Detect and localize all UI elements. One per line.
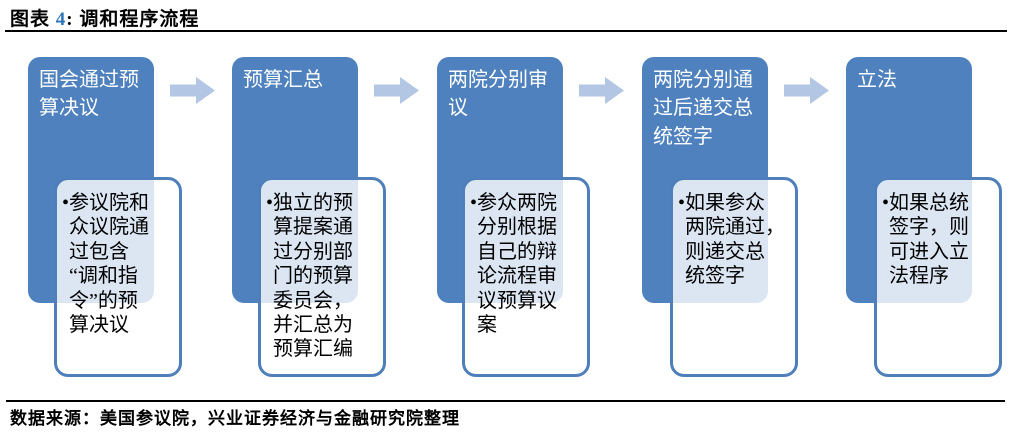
figure-label: 图表 (10, 9, 56, 30)
data-source: 数据来源：美国参议院，兴业证券经济与金融研究院整理 (10, 409, 460, 428)
step-callout: • 如果总统 签字，则 可进入立 法程序 (874, 177, 1002, 377)
figure-title: 图表 4: 调和程序流程 (10, 4, 199, 31)
bullet-icon: • (266, 192, 274, 214)
header-divider (5, 30, 1007, 32)
step-callout: • 独立的预 算提案通 过分别部 门的预算 委员会， 并汇总为 预算汇编 (258, 177, 386, 377)
step-note: 独立的预 算提案通 过分别部 门的预算 委员会， 并汇总为 预算汇编 (273, 192, 354, 361)
step-box-title: 立法 (857, 69, 897, 91)
right-arrow-icon (170, 77, 215, 104)
figure-separator: : (66, 9, 80, 30)
step-box-title: 两院分别审 议 (448, 69, 548, 120)
step-callout: • 参议院和 众议院通 过包含 “调和指 令”的预 算决议 (54, 177, 182, 377)
right-arrow-icon (374, 77, 419, 104)
figure-number: 4 (55, 9, 67, 30)
bullet-icon: • (678, 192, 686, 214)
step-note: 参众两院 分别根据 自己的辩 论流程审 议预算议 案 (477, 192, 558, 336)
step-callout: • 如果参众 两院通过， 则递交总 统签字 (670, 177, 798, 377)
step-note: 如果参众 两院通过， 则递交总 统签字 (685, 192, 786, 288)
step-box-title: 国会通过预 算决议 (39, 69, 139, 120)
bullet-icon: • (62, 192, 70, 214)
right-arrow-icon (579, 77, 624, 104)
step-box-title: 预算汇总 (243, 69, 323, 91)
figure-title-text: 调和程序流程 (79, 9, 200, 30)
right-arrow-icon (784, 77, 829, 104)
bullet-icon: • (470, 192, 478, 214)
footer-divider (6, 400, 1005, 402)
step-note: 参议院和 众议院通 过包含 “调和指 令”的预 算决议 (69, 192, 150, 336)
step-box-title: 两院分别通 过后递交总 统签字 (653, 69, 753, 148)
step-callout: • 参众两院 分别根据 自己的辩 论流程审 议预算议 案 (462, 177, 590, 377)
step-note: 如果总统 签字，则 可进入立 法程序 (889, 192, 970, 288)
bullet-icon: • (882, 192, 890, 214)
